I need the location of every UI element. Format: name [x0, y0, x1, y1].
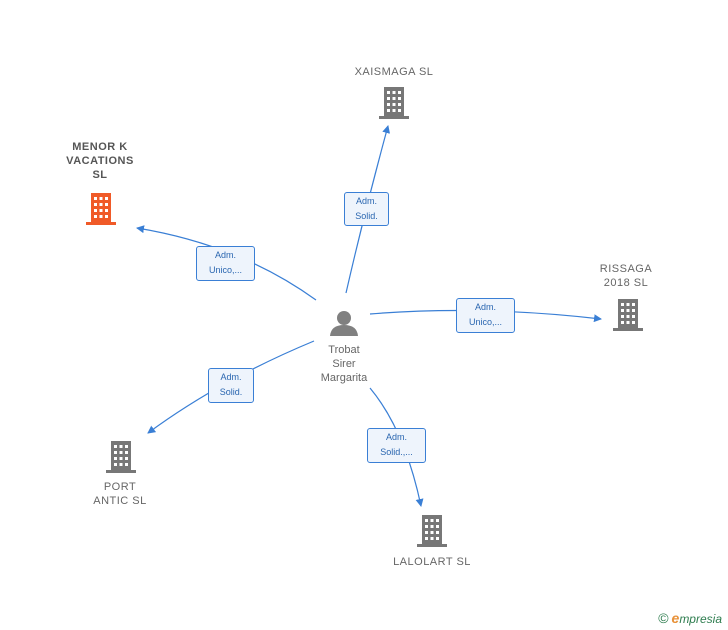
- edge-label-line: Adm.: [355, 196, 377, 206]
- company-name-line: VACATIONS: [66, 155, 134, 167]
- edge-label-line: Adm.: [214, 250, 236, 260]
- edge-label-line: Solid.,...: [380, 447, 413, 457]
- building-icon: [379, 87, 409, 119]
- edge-label-rissaga[interactable]: Adm. Unico,...: [456, 298, 515, 333]
- building-icon: [613, 299, 643, 331]
- company-name-line: ANTIC SL: [93, 495, 147, 507]
- edge-label-menor[interactable]: Adm. Unico,...: [196, 246, 255, 281]
- company-name-line: XAISMAGA SL: [354, 66, 434, 78]
- brand-logo-text: mpresia: [679, 612, 722, 626]
- company-name-line: RISSAGA: [599, 263, 653, 275]
- edge-label-line: Solid.: [219, 387, 243, 397]
- company-label-xaismaga[interactable]: XAISMAGA SL: [334, 65, 454, 79]
- center-name-line: Trobat: [328, 344, 360, 356]
- brand-logo-letter: e: [671, 610, 680, 626]
- company-name-line: 2018 SL: [603, 277, 649, 289]
- person-icon: [330, 311, 358, 336]
- edge-label-xaismaga[interactable]: Adm. Solid.: [344, 192, 389, 226]
- company-name-line: LALOLART SL: [393, 556, 471, 568]
- company-label-lalolart[interactable]: LALOLART SL: [372, 555, 492, 569]
- company-name-line: MENOR K: [72, 141, 128, 153]
- building-icon: [417, 515, 447, 547]
- edge-label-port[interactable]: Adm. Solid.: [208, 368, 254, 403]
- edge-label-line: Unico,...: [468, 317, 502, 327]
- building-icon: [106, 441, 136, 473]
- center-person-label[interactable]: Trobat Sirer Margarita: [304, 343, 384, 385]
- copyright-icon: ©: [658, 610, 669, 626]
- edge-label-line: Adm.: [474, 302, 496, 312]
- company-name-line: PORT: [103, 481, 137, 493]
- company-label-menor[interactable]: MENOR K VACATIONS SL: [50, 140, 150, 182]
- edge-label-line: Adm.: [220, 372, 242, 382]
- company-name-line: SL: [92, 169, 108, 181]
- footer-brand: ©empresia: [658, 610, 722, 626]
- company-label-rissaga[interactable]: RISSAGA 2018 SL: [586, 262, 666, 290]
- edge-label-lalolart[interactable]: Adm. Solid.,...: [367, 428, 426, 463]
- edge-label-line: Solid.: [355, 211, 378, 221]
- center-name-line: Sirer: [332, 358, 356, 370]
- edge-label-line: Unico,...: [208, 265, 242, 275]
- company-label-port[interactable]: PORT ANTIC SL: [80, 480, 160, 508]
- edge-label-line: Adm.: [385, 432, 407, 442]
- center-name-line: Margarita: [320, 372, 368, 384]
- building-icon-highlight: [86, 193, 116, 225]
